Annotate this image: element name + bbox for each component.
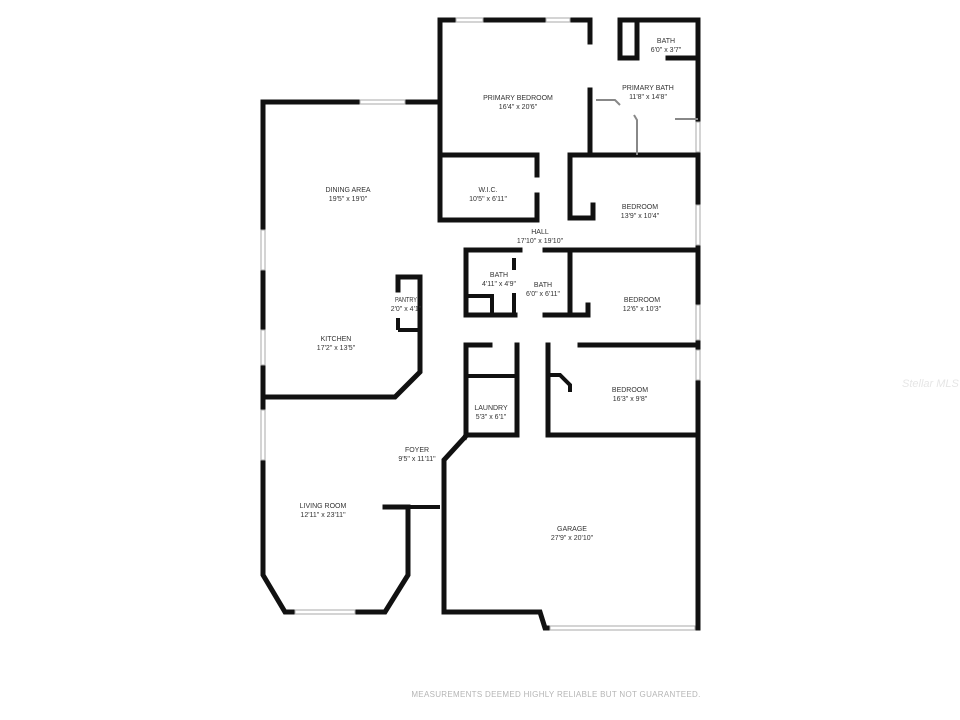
room-dims: 12'11" x 23'11": [300, 512, 346, 519]
room-dims: 17'10" x 19'10": [517, 238, 564, 245]
windows: [260, 17, 701, 631]
room-name: DINING AREA: [325, 187, 370, 194]
room-dims: 27'9" x 20'10": [551, 535, 594, 542]
room-name: PANTRY: [395, 297, 417, 304]
room-name: FOYER: [405, 447, 429, 454]
disclaimer-footer: MEASUREMENTS DEEMED HIGHLY RELIABLE BUT …: [411, 690, 701, 699]
room-dims: 11'8" x 14'8": [629, 94, 667, 101]
room-name: BEDROOM: [624, 297, 660, 304]
walls: [260, 17, 701, 631]
room-name: BEDROOM: [622, 204, 658, 211]
room-dims: 5'3" x 6'1": [476, 414, 507, 421]
room-dims: 16'4" x 20'6": [499, 104, 538, 111]
watermark: Stellar MLS: [902, 378, 959, 390]
room-name: LAUNDRY: [474, 405, 508, 412]
room-dims: 19'5" x 19'0": [329, 196, 368, 203]
room-dims: 13'9" x 10'4": [621, 213, 660, 220]
room-dims: 9'5" x 11'11": [398, 456, 436, 463]
room-dims: 4'11" x 4'9": [482, 281, 516, 288]
room-name: PRIMARY BATH: [622, 85, 674, 92]
room-name: W.I.C.: [478, 187, 497, 194]
room-dims: 6'0" x 3'7": [651, 47, 682, 54]
room-dims: 2'0" x 4'1": [391, 306, 422, 313]
room-name: BATH: [534, 282, 552, 289]
room-dims: 12'6" x 10'3": [623, 306, 662, 313]
room-dims: 6'0" x 6'11": [526, 291, 560, 298]
room-name: LIVING ROOM: [300, 503, 347, 510]
room-name: HALL: [531, 229, 549, 236]
room-dims: 17'2" x 13'5": [317, 345, 356, 352]
room-labels: PRIMARY BEDROOM 16'4" x 20'6" BATH 6'0" …: [300, 38, 682, 542]
room-dims: 16'3" x 9'8": [613, 396, 648, 403]
room-name: PRIMARY BEDROOM: [483, 95, 553, 102]
room-name: GARAGE: [557, 526, 587, 533]
room-name: BEDROOM: [612, 387, 648, 394]
room-name: BATH: [657, 38, 675, 45]
room-dims: 10'5" x 6'11": [469, 196, 507, 203]
room-name: KITCHEN: [321, 336, 352, 343]
room-name: BATH: [490, 272, 508, 279]
